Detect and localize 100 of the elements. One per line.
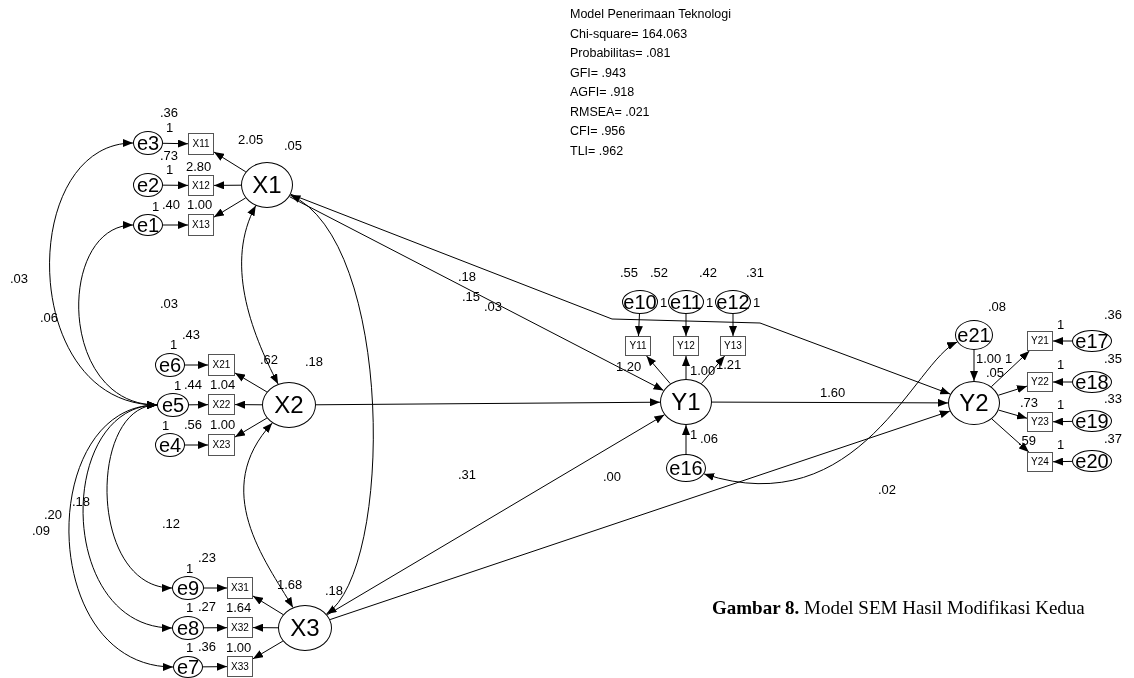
arrow [326, 414, 665, 616]
estimate-label: 1.00 [187, 198, 213, 211]
arrow [252, 640, 284, 660]
arrow [997, 385, 1028, 396]
estimate-label: 1 [166, 163, 174, 176]
estimate-label: .06 [40, 311, 59, 324]
estimate-label: .56 [184, 418, 203, 431]
arrow [162, 181, 189, 190]
fit-statistic: CFI= .956 [570, 125, 626, 138]
estimate-label: .73 [160, 149, 179, 162]
indicator-box: Y11 [625, 336, 651, 356]
variable-ellipse: X2 [262, 382, 316, 428]
arrow [184, 441, 209, 449]
estimate-label: .73 [1020, 396, 1039, 409]
arrow [213, 181, 242, 190]
variable-ellipse: e9 [172, 576, 204, 600]
fit-statistic: Chi-square= 164.063 [570, 27, 688, 40]
variable-ellipse: e8 [172, 616, 204, 640]
estimate-label: 1 [166, 121, 174, 134]
estimate-label: .37 [1104, 432, 1123, 445]
fit-statistic: GFI= .943 [570, 66, 626, 79]
estimate-label: .12 [162, 517, 181, 530]
arrow [1052, 457, 1073, 466]
variable-ellipse: e5 [157, 393, 189, 417]
indicator-box: X21 [208, 354, 235, 376]
arrow [1052, 337, 1073, 345]
estimate-label: 1 [162, 419, 170, 432]
estimate-label: .05 [986, 366, 1005, 379]
estimate-label: 1 [152, 200, 160, 213]
variable-ellipse: Y1 [660, 379, 712, 425]
arrow [990, 350, 1030, 388]
estimate-label: .05 [284, 139, 303, 152]
arrow [1052, 417, 1073, 426]
arrow [290, 193, 951, 395]
estimate-label: 1 [753, 296, 761, 309]
arrow [213, 197, 247, 218]
arrow [682, 313, 690, 337]
estimate-label: .02 [878, 483, 897, 496]
double-headed-arrow [68, 402, 174, 670]
estimate-label: 1.64 [226, 601, 252, 614]
variable-ellipse: e16 [666, 454, 706, 482]
fit-statistic: AGFI= .918 [570, 86, 635, 99]
arrow [234, 400, 263, 409]
variable-ellipse: Y2 [948, 381, 1000, 425]
indicator-box: X31 [227, 577, 253, 599]
estimate-label: .36 [160, 106, 179, 119]
estimate-label: .33 [1104, 392, 1123, 405]
estimate-label: 1.20 [616, 360, 642, 373]
estimate-label: .18 [325, 584, 344, 597]
estimate-label: .03 [484, 300, 503, 313]
estimate-label: 1.00 [976, 352, 1002, 365]
estimate-label: .18 [305, 355, 324, 368]
indicator-box: Y22 [1027, 372, 1053, 392]
estimate-label: 1.00 [226, 641, 252, 654]
variable-ellipse: e1 [133, 214, 163, 236]
variable-ellipse: e17 [1072, 330, 1112, 352]
arrow [203, 584, 228, 592]
estimate-label: .55 [620, 266, 639, 279]
arrow [634, 313, 643, 337]
arrow [329, 410, 951, 621]
estimate-label: .40 [162, 198, 181, 211]
caption: Gambar 8. Model SEM Hasil Modifikasi Kedua [712, 597, 1085, 619]
estimate-label: .31 [746, 266, 765, 279]
variable-ellipse: e10 [622, 290, 658, 314]
indicator-box: X13 [188, 214, 214, 236]
fit-statistic: Model Penerimaan Teknologi [570, 8, 731, 21]
variable-ellipse: e19 [1072, 410, 1112, 432]
estimate-label: 1 [706, 296, 714, 309]
indicator-box: Y12 [673, 336, 699, 356]
variable-ellipse: e6 [155, 353, 185, 377]
arrow [970, 349, 978, 382]
estimate-label: 1 [660, 296, 668, 309]
estimate-label: .44 [184, 378, 203, 391]
arrow [1052, 378, 1073, 386]
double-headed-arrow [106, 403, 173, 591]
variable-ellipse: X3 [278, 605, 332, 651]
estimate-label: 1.60 [820, 386, 846, 399]
arrow [711, 398, 949, 407]
arrow [184, 361, 209, 369]
indicator-box: Y24 [1027, 452, 1053, 472]
estimate-label: 1 [1057, 358, 1065, 371]
double-headed-arrow [703, 341, 958, 484]
estimate-label: 1 [186, 601, 194, 614]
variable-ellipse: e4 [155, 433, 185, 457]
estimate-label: .35 [1104, 352, 1123, 365]
arrow [234, 417, 268, 438]
estimate-label: 1 [1005, 352, 1013, 365]
arrow [213, 151, 247, 173]
estimate-label: 1.00 [210, 418, 236, 431]
estimate-label: .03 [10, 272, 29, 285]
indicator-box: Y21 [1027, 331, 1053, 351]
fit-statistic: RMSEA= .021 [570, 105, 650, 118]
arrow [203, 623, 228, 632]
arrow [202, 662, 228, 671]
arrow [998, 409, 1028, 420]
arrow [252, 623, 279, 632]
estimate-label: .36 [198, 640, 217, 653]
variable-ellipse: e7 [173, 656, 203, 678]
arrow [991, 418, 1030, 453]
indicator-box: X23 [208, 434, 235, 456]
